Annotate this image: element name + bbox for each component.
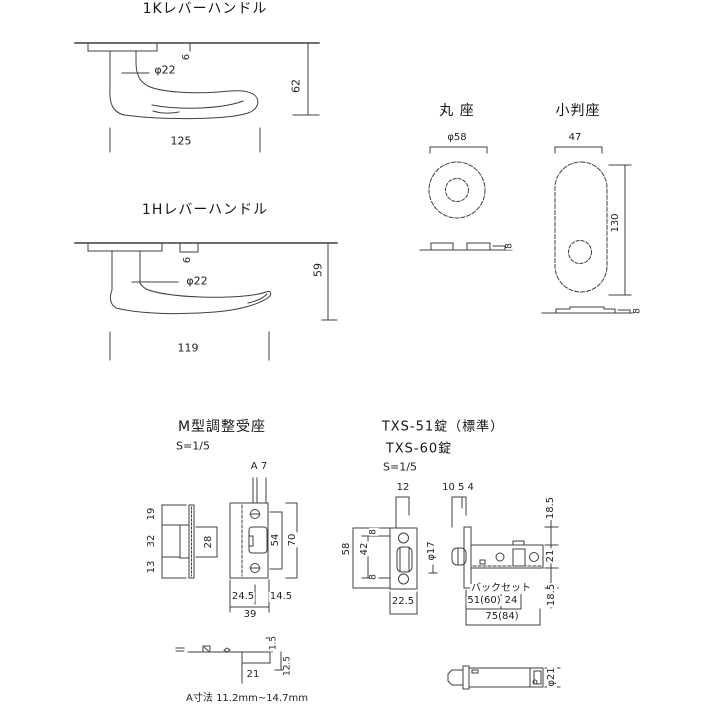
dim-1k-diameter: φ22 (153, 63, 177, 77)
dim-strike-14-5: 14.5 (268, 591, 294, 602)
dim-latch-18-5-bottom: 18.5 (546, 582, 557, 608)
dim-oval-rose-width: 47 (567, 132, 583, 143)
dim-latch-21: 21 (545, 548, 556, 564)
section-title-1h-lever: 1Hレバーハンドル (141, 202, 269, 218)
dim-1h-diameter: φ22 (185, 274, 209, 288)
dim-strike-19: 19 (146, 506, 157, 522)
dim-oval-rose-height: 130 (610, 212, 621, 234)
section-title-strike-plate: M型調整受座 (177, 419, 267, 435)
dim-strike-32: 32 (146, 533, 157, 549)
section-title-1k-lever: 1Kレバーハンドル (142, 1, 268, 17)
section-title-round-rose: 丸 座 (439, 103, 475, 119)
dim-latch-24: 24 (503, 595, 519, 606)
strike-plate-scale: S=1/5 (175, 439, 211, 453)
dim-oval-rose-thickness: 8 (632, 307, 643, 315)
section-title-latch-txs60: TXS-60錠 (385, 441, 453, 457)
dim-strike-21: 21 (245, 669, 261, 680)
dim-latch-total-length: 75(84) (484, 611, 520, 622)
dim-1h-length: 119 (176, 341, 200, 355)
latch-backset-label: バックセット (470, 583, 532, 594)
dim-latch-backset: 51(60) (466, 595, 502, 606)
dim-strike-28: 28 (203, 534, 214, 550)
dim-latch-8-top: 8 (368, 528, 379, 536)
latch-scale: S=1/5 (382, 460, 418, 474)
dim-latch-58: 58 (341, 541, 352, 557)
dim-1k-height: 62 (289, 78, 303, 94)
section-title-latch-txs51: TXS-51錠（標準） (381, 419, 505, 435)
strike-plate-a-range-note: A寸法 11.2mm~14.7mm (185, 693, 309, 704)
dim-round-rose-diameter: φ58 (446, 132, 468, 143)
dim-strike-54: 54 (270, 532, 281, 548)
dim-latch-10-5-4: 10 5 4 (441, 482, 475, 493)
dim-1h-neck: 6 (182, 255, 193, 265)
dim-latch-22-5: 22.5 (390, 596, 416, 607)
dim-latch-12: 12 (395, 482, 411, 493)
dim-latch-8-bottom: 8 (368, 573, 379, 581)
dim-strike-70: 70 (287, 532, 298, 548)
dim-strike-12-5: 12.5 (282, 654, 293, 678)
section-title-oval-rose: 小判座 (555, 103, 601, 119)
dim-strike-13: 13 (146, 559, 157, 575)
dim-strike-24-5: 24.5 (230, 591, 256, 602)
dim-latch-18-5-top: 18.5 (545, 495, 556, 521)
dim-latch-42: 42 (359, 541, 370, 557)
dim-strike-a7: A 7 (249, 461, 269, 472)
dim-1k-neck: 6 (181, 52, 192, 62)
dim-strike-1-5: 1.5 (268, 634, 279, 652)
dim-round-rose-thickness: 8 (504, 242, 515, 250)
dim-1k-length: 125 (169, 134, 193, 148)
dim-latch-phi21: φ21 (546, 666, 557, 688)
dim-latch-phi17: φ17 (426, 540, 437, 562)
dim-strike-39: 39 (242, 609, 258, 620)
dim-1h-height: 59 (311, 262, 325, 278)
